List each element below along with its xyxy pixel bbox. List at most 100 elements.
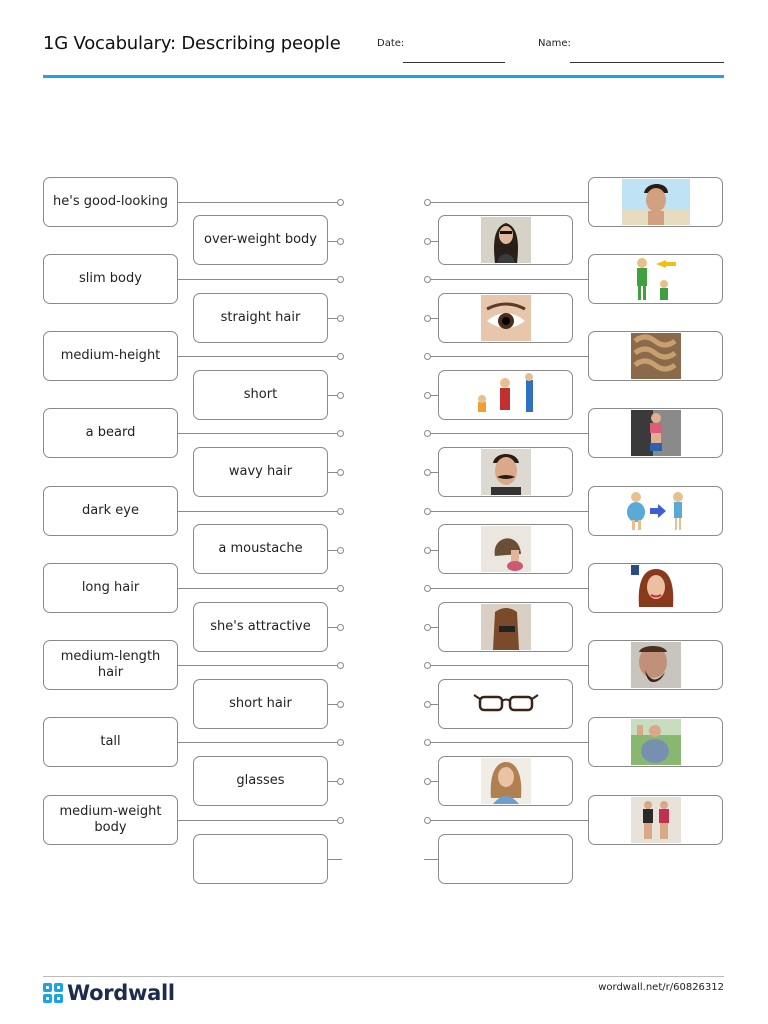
inner-right-image-box[interactable] bbox=[438, 370, 573, 420]
connector-dot[interactable] bbox=[337, 238, 344, 245]
right-image-box[interactable] bbox=[588, 717, 723, 767]
left-item[interactable]: dark eye bbox=[43, 486, 178, 536]
connector-line bbox=[178, 279, 338, 280]
header-rule bbox=[43, 75, 724, 78]
short-hair-image bbox=[480, 526, 531, 572]
connector-dot[interactable] bbox=[337, 276, 344, 283]
right-image-box[interactable] bbox=[588, 408, 723, 458]
inner-left-item-empty[interactable] bbox=[193, 834, 328, 884]
connector-line bbox=[430, 665, 588, 666]
wordwall-logo-text: Wordwall bbox=[67, 981, 175, 1005]
connector-dot[interactable] bbox=[337, 778, 344, 785]
inner-left-item[interactable]: wavy hair bbox=[193, 447, 328, 497]
connector-line bbox=[430, 588, 588, 589]
left-item[interactable]: long hair bbox=[43, 563, 178, 613]
connector-line bbox=[328, 704, 338, 705]
connector-line bbox=[430, 318, 439, 319]
inner-left-item[interactable]: straight hair bbox=[193, 293, 328, 343]
connector-line bbox=[178, 433, 338, 434]
connector-dot[interactable] bbox=[337, 430, 344, 437]
connector-line bbox=[430, 433, 588, 434]
connector-dot[interactable] bbox=[337, 662, 344, 669]
connector-dot[interactable] bbox=[337, 547, 344, 554]
connector-line bbox=[328, 395, 338, 396]
woman-long-dark-hair-image bbox=[480, 217, 531, 263]
connector-line bbox=[328, 781, 338, 782]
overweight-to-slim-cartoon-image bbox=[621, 488, 690, 534]
wordwall-logo: Wordwall bbox=[43, 981, 175, 1005]
connector-dot[interactable] bbox=[337, 315, 344, 322]
short-medium-tall-figures-image bbox=[471, 372, 540, 418]
woman-medium-hair-image bbox=[630, 565, 681, 611]
two-women-image bbox=[630, 797, 681, 843]
right-image-box[interactable] bbox=[588, 563, 723, 613]
connector-line bbox=[328, 859, 342, 860]
inner-right-image-box-empty[interactable] bbox=[438, 834, 573, 884]
connector-line bbox=[430, 550, 439, 551]
connector-dot[interactable] bbox=[337, 199, 344, 206]
right-image-box[interactable] bbox=[588, 331, 723, 381]
left-item[interactable]: he's good-looking bbox=[43, 177, 178, 227]
connector-line bbox=[178, 742, 338, 743]
left-item[interactable]: tall bbox=[43, 717, 178, 767]
inner-left-item[interactable]: short hair bbox=[193, 679, 328, 729]
connector-line bbox=[178, 511, 338, 512]
connector-dot[interactable] bbox=[337, 817, 344, 824]
left-item[interactable]: slim body bbox=[43, 254, 178, 304]
good-looking-man-image bbox=[621, 179, 690, 225]
connector-dot[interactable] bbox=[337, 701, 344, 708]
right-image-box[interactable] bbox=[588, 254, 723, 304]
name-label: Name: bbox=[538, 38, 571, 49]
connector-line bbox=[328, 550, 338, 551]
date-line bbox=[403, 62, 505, 63]
activity-url[interactable]: wordwall.net/r/60826312 bbox=[598, 982, 724, 993]
connector-line bbox=[430, 395, 439, 396]
inner-left-item[interactable]: she's attractive bbox=[193, 602, 328, 652]
short-tall-cartoon-image bbox=[621, 256, 690, 302]
inner-left-item[interactable]: short bbox=[193, 370, 328, 420]
connector-dot[interactable] bbox=[337, 624, 344, 631]
man-moustache-image bbox=[480, 449, 531, 495]
wavy-hair-image bbox=[630, 333, 681, 379]
connector-line bbox=[430, 704, 439, 705]
page-title: 1G Vocabulary: Describing people bbox=[43, 33, 341, 54]
glasses-image bbox=[471, 681, 540, 727]
inner-left-item[interactable]: over-weight body bbox=[193, 215, 328, 265]
inner-left-item[interactable]: a moustache bbox=[193, 524, 328, 574]
connector-line bbox=[178, 665, 338, 666]
woman-attractive-image bbox=[480, 758, 531, 804]
inner-left-item[interactable]: glasses bbox=[193, 756, 328, 806]
left-item[interactable]: medium-weight body bbox=[43, 795, 178, 845]
inner-right-image-box[interactable] bbox=[438, 215, 573, 265]
connector-dot[interactable] bbox=[337, 469, 344, 476]
connector-line bbox=[178, 356, 338, 357]
inner-right-image-box[interactable] bbox=[438, 293, 573, 343]
left-item[interactable]: medium-length hair bbox=[43, 640, 178, 690]
inner-right-image-box[interactable] bbox=[438, 756, 573, 806]
connector-line bbox=[430, 202, 588, 203]
connector-line bbox=[430, 781, 439, 782]
connector-dot[interactable] bbox=[337, 585, 344, 592]
wordwall-logo-icon bbox=[43, 983, 63, 1003]
left-item[interactable]: a beard bbox=[43, 408, 178, 458]
connector-line bbox=[328, 627, 338, 628]
connector-line bbox=[178, 820, 338, 821]
connector-dot[interactable] bbox=[337, 508, 344, 515]
connector-line bbox=[430, 511, 588, 512]
connector-dot[interactable] bbox=[337, 353, 344, 360]
inner-right-image-box[interactable] bbox=[438, 447, 573, 497]
right-image-box[interactable] bbox=[588, 640, 723, 690]
inner-right-image-box[interactable] bbox=[438, 679, 573, 729]
connector-line bbox=[328, 241, 338, 242]
inner-right-image-box[interactable] bbox=[438, 524, 573, 574]
right-image-box[interactable] bbox=[588, 486, 723, 536]
right-image-box[interactable] bbox=[588, 795, 723, 845]
connector-dot[interactable] bbox=[337, 392, 344, 399]
connector-line bbox=[430, 472, 439, 473]
dark-eye-image bbox=[480, 295, 531, 341]
connector-line bbox=[430, 241, 439, 242]
inner-right-image-box[interactable] bbox=[438, 602, 573, 652]
right-image-box[interactable] bbox=[588, 177, 723, 227]
connector-dot[interactable] bbox=[337, 739, 344, 746]
left-item[interactable]: medium-height bbox=[43, 331, 178, 381]
